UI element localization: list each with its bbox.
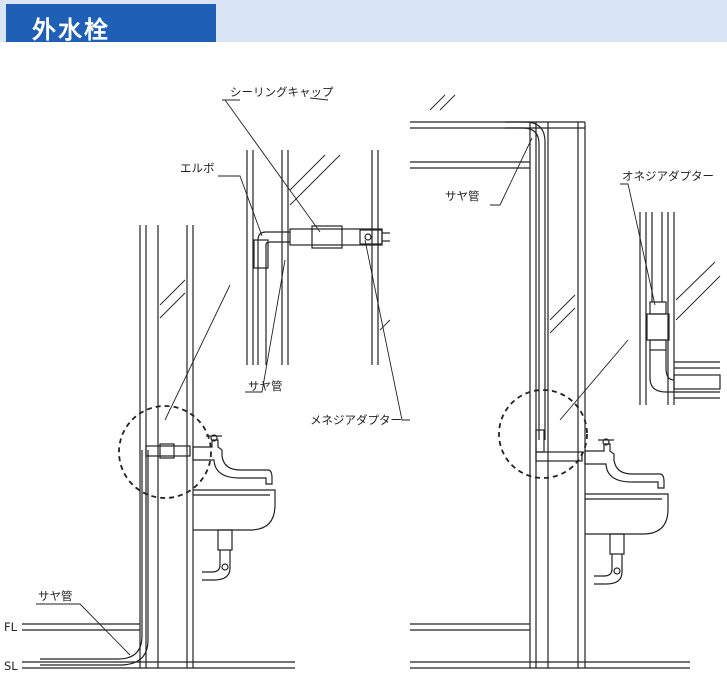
right-assembly	[410, 94, 690, 669]
label-saya-pipe-left: サヤ管	[38, 589, 73, 603]
label-sealing-cap: シーリングキャップ	[230, 85, 334, 99]
left-assembly	[22, 225, 295, 669]
label-elbow: エルボ	[180, 161, 215, 175]
label-saya-pipe-right: サヤ管	[445, 189, 480, 203]
leader-saya-left	[36, 603, 131, 656]
label-saya-pipe-detail: サヤ管	[248, 379, 283, 393]
label-fl: FL	[4, 620, 18, 634]
page-title: 外水栓	[32, 16, 110, 44]
left-detail	[218, 97, 410, 421]
label-female-adapter: オネジアダプター	[622, 169, 714, 183]
label-sl: SL	[4, 659, 18, 673]
label-male-adapter: メネジアダプター	[310, 413, 402, 427]
right-detail	[620, 183, 721, 405]
header-tab: 外水栓	[6, 4, 216, 44]
